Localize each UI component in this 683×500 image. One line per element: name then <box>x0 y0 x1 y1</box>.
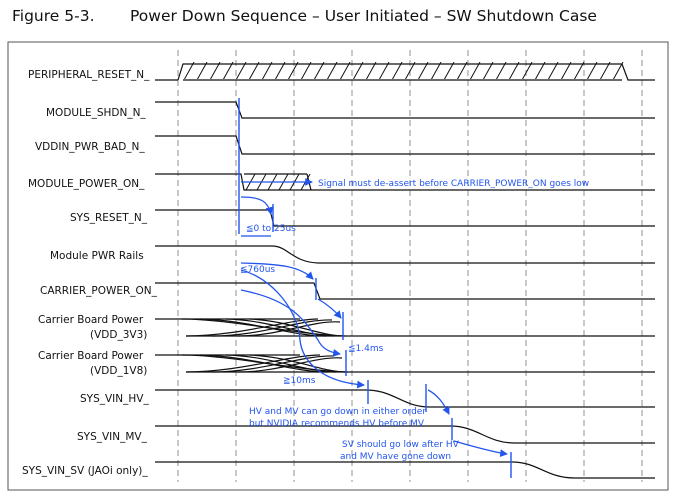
label-sys-reset: SYS_RESET_N_ <box>70 212 148 224</box>
wave-peripheral-reset <box>155 62 655 81</box>
label-module-power-on: MODULE_POWER_ON_ <box>28 178 145 190</box>
note-hv-mv-line1: HV and MV can go down in either order <box>249 407 426 417</box>
figure-title: Figure 5-3. Power Down Sequence – User I… <box>12 7 597 35</box>
label-carrier-board-power-1v8: Carrier Board Power <box>38 350 144 362</box>
label-sys-vin-sv: SYS_VIN_SV (JAOi only)_ <box>22 465 148 477</box>
diagram-border <box>7 41 669 491</box>
figure-caption: Power Down Sequence – User Initiated – S… <box>130 7 597 25</box>
note-760us: ≦760us <box>240 265 275 275</box>
note-hv-mv-line2: but NVIDIA recommends HV before MV <box>249 419 425 429</box>
annotations: Signal must de-assert before CARRIER_POW… <box>240 179 589 462</box>
note-sv-line2: and MV have gone down <box>340 452 451 462</box>
note-10ms: ≧10ms <box>283 376 316 386</box>
note-deassert: Signal must de-assert before CARRIER_POW… <box>318 179 589 189</box>
signal-labels: PERIPHERAL_RESET_N_ MODULE_SHDN_N_ VDDIN… <box>22 69 158 477</box>
time-gridlines <box>177 50 643 482</box>
note-sv-line1: SV should go low after HV <box>342 440 460 450</box>
timing-markers <box>238 98 512 478</box>
wave-carrier-power-on <box>155 282 655 300</box>
label-module-pwr-rails: Module PWR Rails <box>50 250 144 262</box>
wave-sys-reset <box>155 209 655 227</box>
label-sys-vin-hv: SYS_VIN_HV_ <box>80 393 149 405</box>
label-carrier-power-on: CARRIER_POWER_ON_ <box>40 285 158 297</box>
timing-arrows <box>240 178 508 457</box>
wave-sys-vin-sv <box>155 461 655 479</box>
wave-sys-vin-hv <box>155 389 655 408</box>
wave-carrier-3v3 <box>155 318 655 337</box>
waveforms <box>155 62 655 479</box>
label-module-shdn: MODULE_SHDN_N_ <box>46 107 146 119</box>
label-sys-vin-mv: SYS_VIN_MV_ <box>77 431 148 443</box>
label-vddin-pwr-bad: VDDIN_PWR_BAD_N_ <box>35 141 145 153</box>
label-peripheral-reset: PERIPHERAL_RESET_N_ <box>28 69 150 81</box>
wave-module-pwr-rails <box>155 245 655 264</box>
label-vdd-3v3: (VDD_3V3) <box>90 329 147 341</box>
wave-vddin-pwr-bad <box>155 135 655 155</box>
note-0-25us: ≦0 to 25us <box>246 224 296 234</box>
figure-number: Figure 5-3. <box>12 7 95 25</box>
wave-carrier-1v8 <box>155 354 655 373</box>
wave-module-shdn <box>155 101 655 119</box>
label-carrier-board-power-3v3: Carrier Board Power <box>38 314 144 326</box>
note-1-4ms: ≦1.4ms <box>348 344 384 354</box>
label-vdd-1v8: (VDD_1V8) <box>90 365 147 377</box>
